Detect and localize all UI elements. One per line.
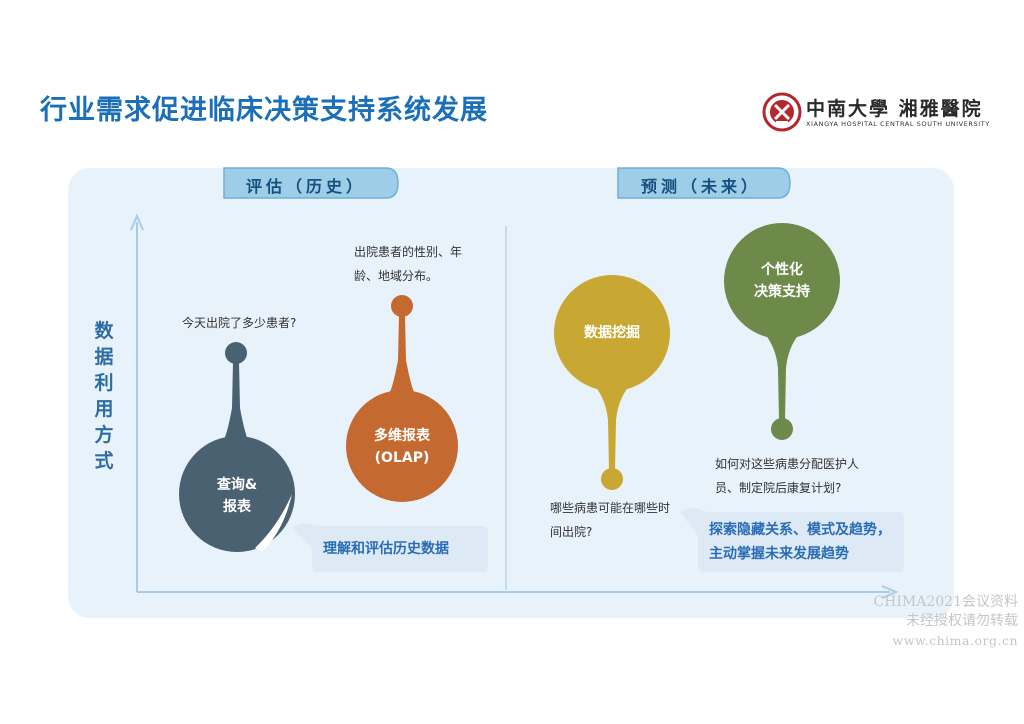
watermark: CHIMA2021会议资料 未经授权请勿转载 www.chima.org.cn (868, 593, 1018, 650)
node-decision-label: 个性化 决策支持 (754, 262, 810, 300)
annotation-olap: 出院患者的性别、年龄、地域分布。 (354, 245, 463, 283)
left-callout-box (292, 523, 488, 572)
right-callout-box (680, 508, 904, 572)
watermark-line3: www.chima.org.cn (892, 633, 1018, 648)
left-tab-shape (223, 167, 399, 199)
node-olap (346, 295, 458, 502)
node-decision-support (724, 223, 840, 440)
hospital-name-cn: 中南大學 湘雅醫院 (806, 98, 983, 120)
y-axis-label: 数据利用方式 (94, 320, 114, 472)
tab-history-label: 评估（历史） (246, 177, 367, 196)
watermark-line2: 未经授权请勿转载 (906, 613, 1018, 629)
hospital-logo: 中南大學 湘雅醫院 XIANGYA HOSPITAL CENTRAL SOUTH… (762, 90, 1012, 136)
y-axis-arrow (130, 213, 144, 231)
x-axis-arrow (881, 585, 899, 599)
annotation-query: 今天出院了多少患者? (182, 316, 297, 330)
slide-title: 行业需求促进临床决策支持系统发展 (40, 95, 488, 126)
node-data-mining (554, 275, 670, 490)
watermark-line1: CHIMA2021会议资料 (873, 594, 1018, 610)
hospital-emblem-icon (762, 92, 802, 132)
left-callout-text: 理解和评估历史数据 (323, 541, 449, 557)
right-tab-shape (617, 167, 791, 199)
annotation-decision: 如何对这些病患分配医护人员、制定院后康复计划? (715, 457, 860, 495)
right-callout-text: 探索隐藏关系、模式及趋势， 主动掌握未来发展趋势 (709, 522, 891, 562)
hospital-name-en: XIANGYA HOSPITAL CENTRAL SOUTH UNIVERSIT… (806, 120, 990, 128)
node-mining-label: 数据挖掘 (584, 325, 640, 341)
node-query-label: 查询& 报表 (216, 477, 258, 515)
tab-future-label: 预测（未来） (641, 177, 762, 196)
annotation-mining: 哪些病患可能在哪些时间出院? (550, 501, 671, 539)
node-olap-label: 多维报表 (OLAP) (374, 428, 430, 466)
node-query-report (179, 342, 295, 552)
